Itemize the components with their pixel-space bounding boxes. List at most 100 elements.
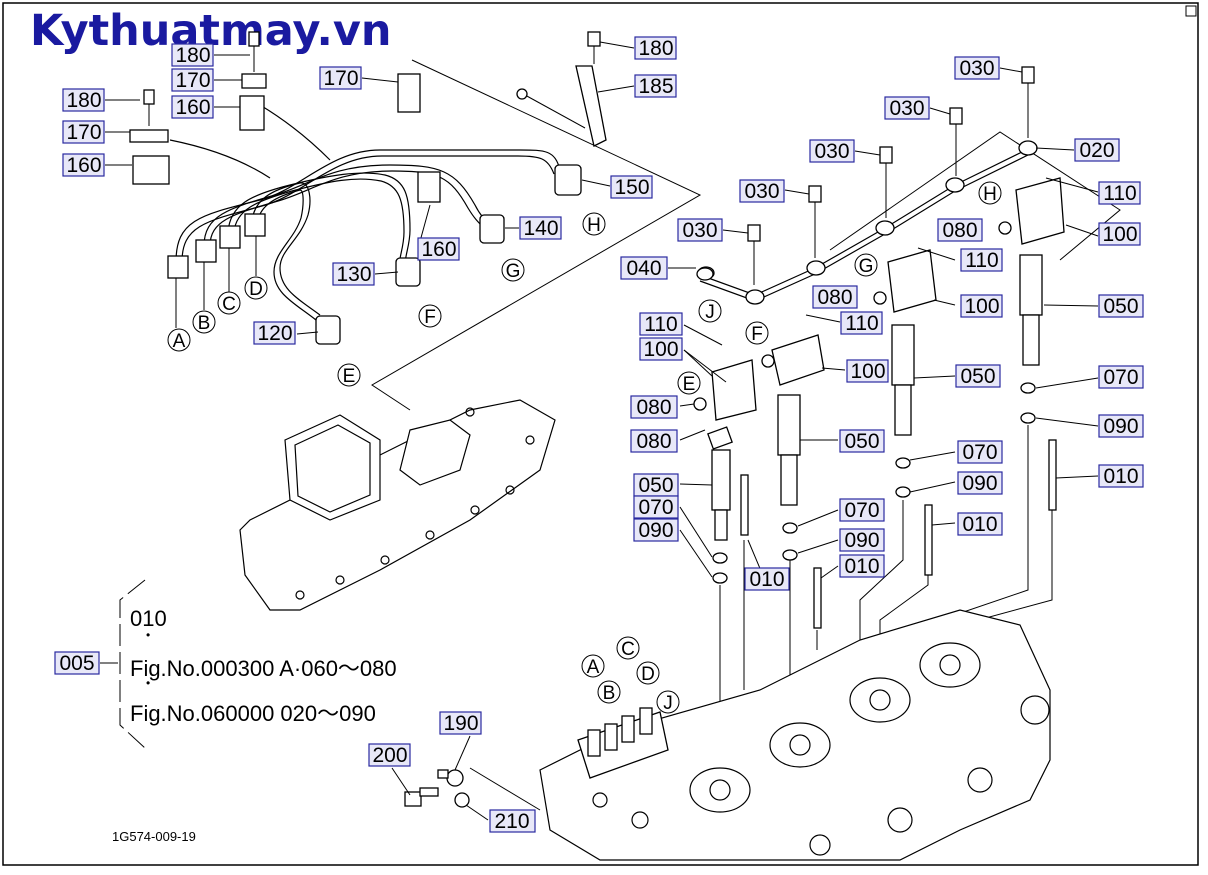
marker-e2-label: E — [683, 374, 696, 395]
callout-030a: 030 — [959, 57, 994, 80]
injection-pipes — [169, 104, 561, 321]
callout-180c: 180 — [638, 37, 673, 60]
seals — [693, 221, 1036, 584]
banjo-bolt-group — [404, 767, 541, 811]
note-dot-1: • — [146, 628, 151, 642]
marker-b — [192, 310, 216, 334]
note-dot-2: • — [146, 676, 151, 690]
marker-j — [698, 299, 722, 323]
marker-g — [501, 258, 525, 282]
callout-010b: 010 — [749, 568, 784, 591]
callout-180a: 180 — [66, 89, 101, 112]
marker-b-label: B — [198, 313, 211, 334]
callout-100c: 100 — [850, 360, 885, 383]
callout-190: 190 — [443, 712, 478, 735]
callout-050d: 050 — [844, 430, 879, 453]
banjo-fittings — [697, 140, 1038, 305]
callout-170c: 170 — [323, 67, 358, 90]
callouts: 180 170 160 180 170 160 170 180 185 150 … — [54, 36, 1144, 833]
callout-080c: 080 — [636, 396, 671, 419]
marker-g2-label: G — [859, 256, 874, 277]
callout-100d: 100 — [643, 338, 678, 361]
marker-h2-label: H — [983, 184, 997, 205]
callout-050c: 050 — [638, 474, 673, 497]
callout-080b: 080 — [817, 286, 852, 309]
callout-210: 210 — [494, 810, 529, 833]
callout-010c: 010 — [844, 555, 879, 578]
callout-130: 130 — [336, 263, 371, 286]
callout-160b: 160 — [175, 96, 210, 119]
callout-180b: 180 — [175, 44, 210, 67]
callout-160c: 160 — [421, 238, 456, 261]
injectors — [707, 177, 1065, 541]
callout-090d: 090 — [962, 472, 997, 495]
callout-030e: 030 — [682, 219, 717, 242]
leader-lines — [100, 41, 1099, 821]
marker-f-label: F — [424, 307, 436, 328]
callout-090b: 090 — [638, 519, 673, 542]
callout-010a: 010 — [1103, 465, 1138, 488]
marker-d2-label: D — [641, 664, 655, 685]
callout-040: 040 — [626, 257, 661, 280]
letter-markers: A B C D E F G H J E F G H A B C D J — [167, 181, 1002, 714]
clamp-bolts — [143, 31, 260, 126]
callout-160a: 160 — [66, 154, 101, 177]
callout-050b: 050 — [960, 365, 995, 388]
marker-j2 — [656, 690, 680, 714]
marker-f — [418, 304, 442, 328]
marker-g2 — [854, 253, 878, 277]
marker-j2-label: J — [663, 693, 673, 714]
marker-b2 — [597, 680, 621, 704]
callout-050a: 050 — [1103, 295, 1138, 318]
marker-b2-label: B — [603, 683, 616, 704]
callout-120: 120 — [257, 322, 292, 345]
note-line-2: Fig.No.000300 A·060～080 — [130, 656, 397, 681]
marker-e — [337, 363, 361, 387]
callout-090c: 090 — [844, 529, 879, 552]
callout-110d: 110 — [644, 313, 677, 336]
marker-a — [167, 328, 191, 352]
callout-110a: 110 — [1103, 182, 1136, 205]
callout-100b: 100 — [964, 295, 999, 318]
bracket-185 — [516, 31, 607, 147]
cylinder-head — [539, 609, 1051, 861]
callout-070b: 070 — [638, 496, 673, 519]
marker-h — [582, 212, 606, 236]
callout-185: 185 — [638, 75, 673, 98]
marker-d — [244, 276, 268, 300]
intake-manifold — [239, 399, 556, 611]
callout-110c: 110 — [845, 312, 878, 335]
marker-e2 — [677, 371, 701, 395]
callout-030d: 030 — [744, 180, 779, 203]
callout-170b: 170 — [175, 69, 210, 92]
pump-block — [577, 707, 669, 779]
callout-100a: 100 — [1102, 223, 1137, 246]
pipe-fittings — [129, 73, 582, 345]
marker-d-label: D — [249, 279, 263, 300]
marker-c — [217, 291, 241, 315]
callout-110b: 110 — [965, 249, 998, 272]
note-line-1: 010 — [130, 606, 167, 631]
group-boundary — [371, 59, 702, 411]
marker-a-label: A — [173, 331, 186, 352]
marker-c2-label: C — [621, 639, 635, 660]
callout-070c: 070 — [844, 499, 879, 522]
callout-080d: 080 — [636, 430, 671, 453]
callout-070d: 070 — [962, 441, 997, 464]
callout-080a: 080 — [942, 219, 977, 242]
callout-150: 150 — [614, 176, 649, 199]
callout-030c: 030 — [814, 140, 849, 163]
callout-020: 020 — [1079, 139, 1114, 162]
callout-140: 140 — [523, 217, 558, 240]
marker-h-label: H — [587, 215, 601, 236]
marker-c2 — [616, 636, 640, 660]
marker-f2 — [745, 321, 769, 345]
page-border — [2, 2, 1199, 866]
marker-f2-label: F — [751, 324, 763, 345]
drawing-code: 1G574-009-19 — [112, 829, 196, 844]
note-line-3: Fig.No.060000 020～090 — [130, 701, 376, 726]
callout-070a: 070 — [1103, 366, 1138, 389]
callout-170a: 170 — [66, 121, 101, 144]
